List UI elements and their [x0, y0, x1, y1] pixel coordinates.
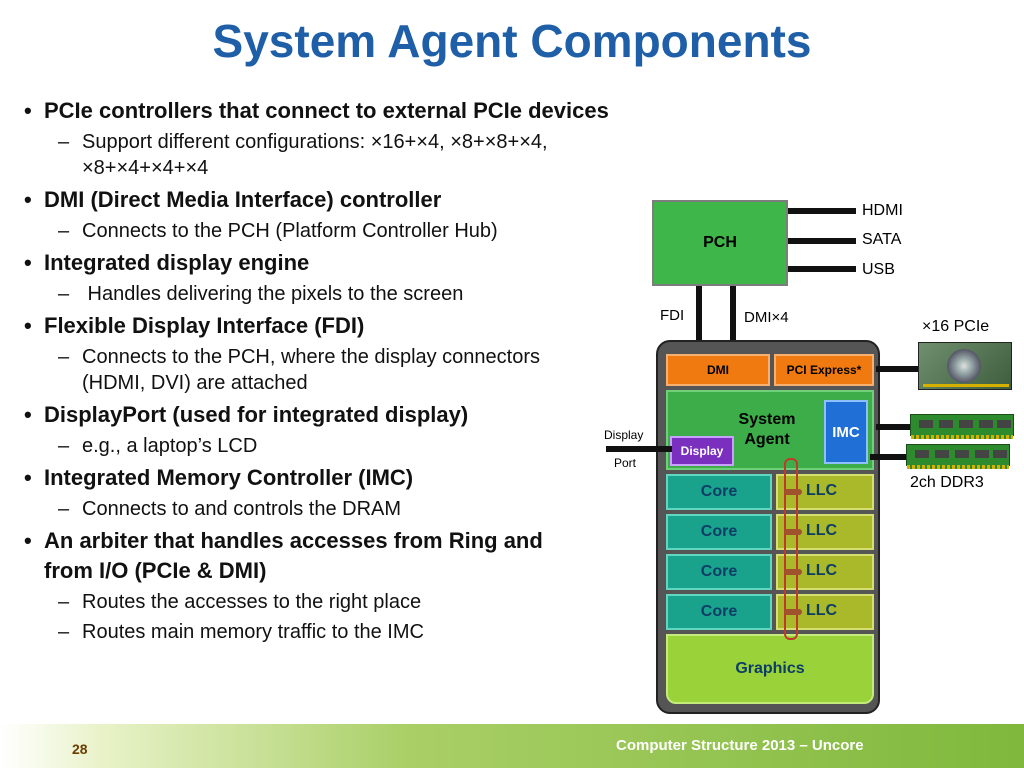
dash-icon: –	[58, 131, 70, 153]
bullet-dot-icon: •	[24, 313, 32, 338]
sub-bullet-text: Support different configurations: ×16+×4…	[82, 131, 548, 179]
ddr3-label: 2ch DDR3	[910, 474, 984, 491]
ring-stop	[784, 569, 802, 575]
ring-stop	[784, 609, 802, 615]
usb-label: USB	[862, 261, 895, 278]
display-block: Display	[670, 436, 734, 466]
hdmi-wire	[788, 208, 856, 214]
usb-wire	[788, 266, 856, 272]
display-port-label-2: Port	[614, 456, 637, 470]
dash-icon: –	[58, 283, 70, 305]
bullet-text: DisplayPort (used for integrated display…	[44, 402, 469, 427]
dash-icon: –	[58, 346, 70, 368]
sub-bullet-item: –Connects to the PCH, where the display …	[24, 344, 542, 396]
ring-interconnect	[784, 458, 798, 640]
bullet-text: DMI (Direct Media Interface) controller	[44, 187, 442, 212]
llc-label: LLC	[806, 602, 838, 619]
llc-label: LLC	[806, 522, 838, 539]
dmi-wire	[730, 286, 736, 356]
sub-bullet-text: Routes main memory traffic to the IMC	[82, 621, 424, 643]
ddr3-wire-1	[876, 424, 910, 430]
sub-bullet-item: –Support different configurations: ×16+×…	[24, 129, 614, 181]
dimm-icon	[910, 414, 1014, 439]
bullet-item: • Flexible Display Interface (FDI)	[24, 311, 614, 341]
bullet-item: • PCIe controllers that connect to extern…	[24, 96, 614, 126]
sub-bullet-text: Connects to the PCH (Platform Controller…	[82, 220, 498, 242]
sata-label: SATA	[862, 231, 902, 248]
fdi-label: FDI	[660, 307, 685, 324]
core-block: Core	[666, 554, 772, 590]
sub-bullet-text: Connects to and controls the DRAM	[82, 498, 402, 520]
sub-bullet-item: –Connects to the PCH (Platform Controlle…	[24, 218, 614, 244]
dash-icon: –	[58, 498, 70, 520]
display-port-wire	[606, 446, 672, 452]
bullet-list: • PCIe controllers that connect to extern…	[24, 92, 614, 649]
graphics-block: Graphics	[666, 634, 874, 704]
page-number: 28	[72, 741, 88, 757]
dash-icon: –	[58, 435, 70, 457]
bullet-dot-icon: •	[24, 528, 32, 553]
slide-title: System Agent Components	[212, 15, 812, 67]
bullet-item: • DisplayPort (used for integrated displa…	[24, 400, 614, 430]
bullet-dot-icon: •	[24, 187, 32, 212]
bullet-text: An arbiter that handles accesses from Ri…	[44, 528, 543, 583]
bullet-dot-icon: •	[24, 98, 32, 123]
ring-stop	[784, 529, 802, 535]
bullet-text: Integrated Memory Controller (IMC)	[44, 465, 414, 490]
bullet-dot-icon: •	[24, 465, 32, 490]
sub-bullet-item: –Routes the accesses to the right place	[24, 589, 614, 615]
core-block: Core	[666, 594, 772, 630]
llc-block	[776, 474, 874, 510]
pcie-wire	[876, 366, 920, 372]
system-agent-label: System Agent	[738, 411, 796, 448]
bullet-text: Integrated display engine	[44, 250, 310, 275]
hdmi-label: HDMI	[862, 202, 903, 219]
graphics-card-icon	[918, 342, 1012, 390]
bullet-item: • Integrated Memory Controller (IMC)	[24, 463, 614, 493]
sata-wire	[788, 238, 856, 244]
core-block: Core	[666, 474, 772, 510]
dimm-icon	[906, 444, 1010, 469]
bullet-item: • DMI (Direct Media Interface) controller	[24, 185, 614, 215]
sub-bullet-item: –Routes main memory traffic to the IMC	[24, 619, 614, 645]
bullet-dot-icon: •	[24, 250, 32, 275]
pci-express-block: PCI Express*	[774, 354, 874, 386]
footer-bar	[0, 724, 1024, 768]
llc-label: LLC	[806, 482, 838, 499]
sub-bullet-item: – Handles delivering the pixels to the s…	[24, 281, 614, 307]
pch-block: PCH	[652, 200, 788, 286]
sub-bullet-item: –Connects to and controls the DRAM	[24, 496, 614, 522]
sub-bullet-item: –e.g., a laptop’s LCD	[24, 433, 614, 459]
sub-bullet-text: e.g., a laptop’s LCD	[82, 435, 258, 457]
footer-text: Computer Structure 2013 – Uncore	[616, 737, 864, 754]
imc-block: IMC	[824, 400, 868, 464]
llc-label: LLC	[806, 562, 838, 579]
bullet-dot-icon: •	[24, 402, 32, 427]
bullet-text: PCIe controllers that connect to externa…	[44, 98, 609, 123]
dash-icon: –	[58, 220, 70, 242]
dmi-x4-label: DMI×4	[744, 309, 789, 326]
dash-icon: –	[58, 621, 70, 643]
sub-bullet-text: Handles delivering the pixels to the scr…	[82, 283, 464, 305]
sub-bullet-text: Connects to the PCH, where the display c…	[82, 346, 541, 394]
bullet-text: Flexible Display Interface (FDI)	[44, 313, 365, 338]
display-port-label-1: Display	[604, 428, 644, 442]
bullet-item: • Integrated display engine	[24, 248, 614, 278]
dmi-block: DMI	[666, 354, 770, 386]
dash-icon: –	[58, 591, 70, 613]
pcie-x16-label: ×16 PCIe	[922, 318, 990, 335]
bullet-item: • An arbiter that handles accesses from R…	[24, 526, 564, 586]
ring-stop	[784, 489, 802, 495]
sub-bullet-text: Routes the accesses to the right place	[82, 591, 422, 613]
core-block: Core	[666, 514, 772, 550]
ddr3-wire-2	[870, 454, 906, 460]
